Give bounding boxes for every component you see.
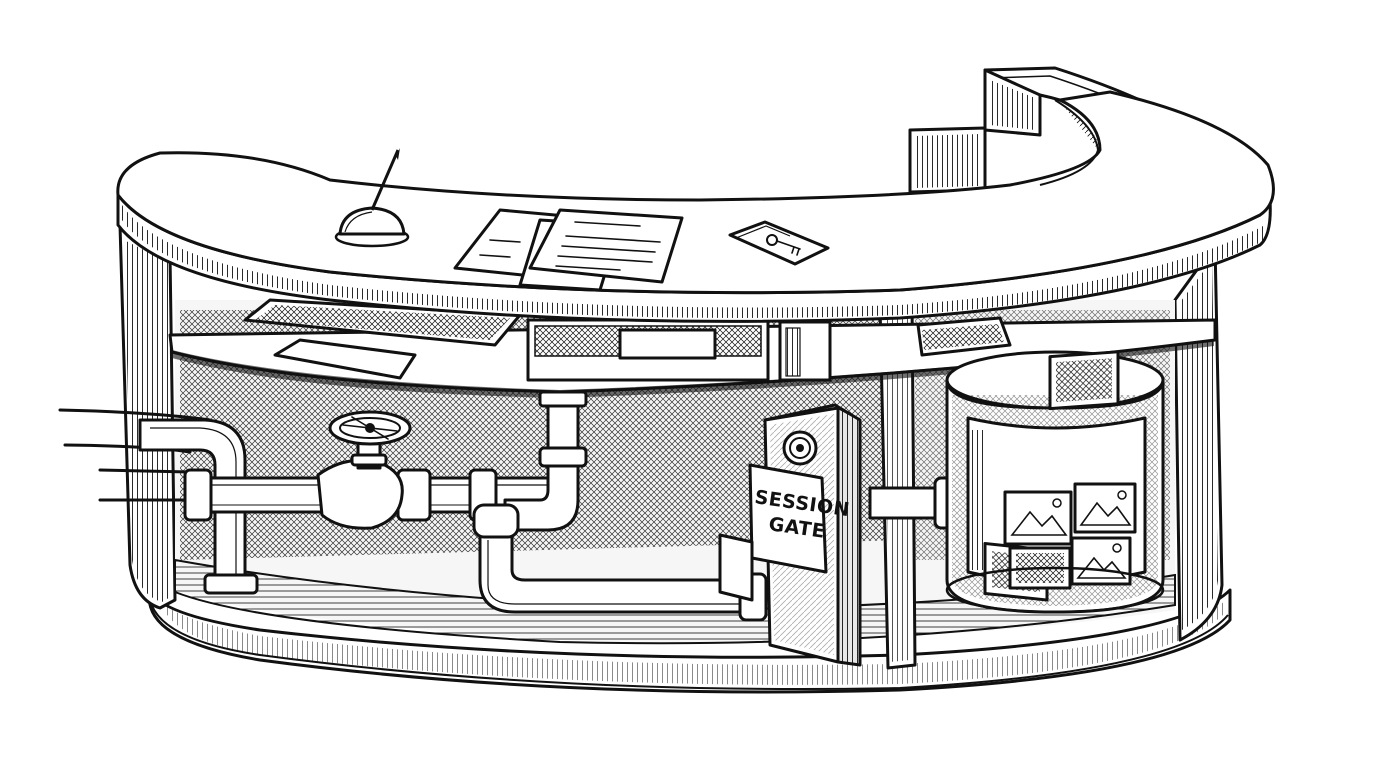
countertop [116, 66, 1275, 323]
pipe-coupling [183, 468, 213, 522]
image-carousel-drum [945, 350, 1165, 614]
image-thumbnail-icon [1070, 536, 1132, 586]
image-thumbnail-icon [1073, 482, 1137, 534]
side-tray [916, 316, 1012, 357]
documents-icon[interactable] [453, 208, 684, 292]
session-gate[interactable]: SESSION GATE [718, 403, 862, 667]
monitor-box [526, 318, 832, 382]
divider-panel [878, 298, 917, 670]
image-thumbnail-icon [1003, 490, 1073, 546]
key-card-icon[interactable] [728, 220, 830, 266]
desk-base [147, 588, 1232, 694]
pipe-network [58, 390, 965, 622]
desk-bell-icon[interactable] [334, 148, 410, 248]
gate-lock-icon[interactable] [782, 430, 818, 466]
gate-sign: SESSION GATE [748, 463, 851, 574]
valve-icon[interactable] [316, 410, 412, 530]
image-thumbnail-stack [970, 350, 1137, 602]
